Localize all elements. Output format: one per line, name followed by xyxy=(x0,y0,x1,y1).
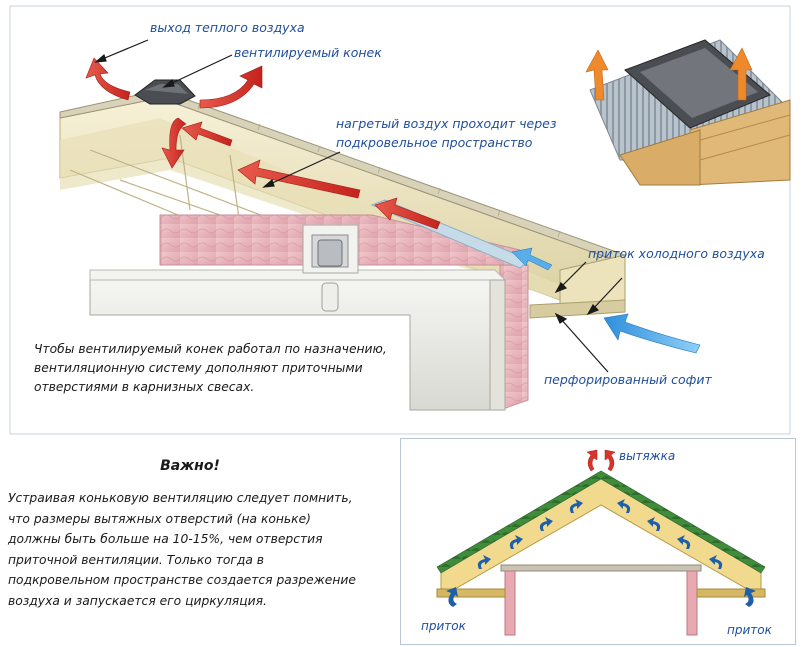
ridge-vent-note: Чтобы вентилируемый конек работал по наз… xyxy=(34,340,454,397)
important-line2: что размеры вытяжных отверстий (на коньк… xyxy=(8,511,311,526)
label-heated-air-line2: подкровельное пространство xyxy=(336,135,533,150)
label-intake-right: приток xyxy=(727,623,772,637)
note-line1: Чтобы вентилируемый конек работал по наз… xyxy=(34,342,387,356)
important-line5: подкровельном пространстве создается раз… xyxy=(8,573,356,587)
label-perforated-soffit: перфорированный софит xyxy=(544,372,712,387)
label-exhaust: вытяжка xyxy=(619,449,676,463)
important-line4: приточной вентиляции. Только тогда в xyxy=(8,552,265,567)
important-line1: Устраивая коньковую вентиляцию следует п… xyxy=(8,491,353,505)
cold-air-arrow xyxy=(603,313,701,354)
important-heading: Важно! xyxy=(160,458,220,474)
important-text: Устраивая коньковую вентиляцию следует п… xyxy=(8,488,393,611)
ridge-vent-inset-illustration xyxy=(585,39,791,186)
ventilation-scheme-illustration xyxy=(436,449,766,636)
label-warm-air-out: выход теплого воздуха xyxy=(150,20,305,35)
important-line6: воздуха и запускается его циркуляция. xyxy=(8,593,267,608)
note-line3: отверстиями в карнизных свесах. xyxy=(34,380,255,394)
label-vented-ridge: вентилируемый конек xyxy=(234,45,382,60)
label-cold-air-in: приток холодного воздуха xyxy=(588,246,765,261)
label-heated-air-line1: нагретый воздух проходит через xyxy=(336,116,557,131)
label-intake-left: приток xyxy=(421,619,466,633)
ventilation-scheme-box: вытяжка приток приток xyxy=(400,438,796,645)
important-line3: должны быть больше на 10-15%, чем отверс… xyxy=(8,532,323,546)
top-illustration-panel: выход теплого воздуха вентилируемый коне… xyxy=(9,5,791,435)
label-heated-air: нагретый воздух проходит через подкровел… xyxy=(336,114,557,152)
note-line2: вентиляционную систему дополняют приточн… xyxy=(34,361,363,375)
roof-cross-section-illustration xyxy=(9,5,791,435)
